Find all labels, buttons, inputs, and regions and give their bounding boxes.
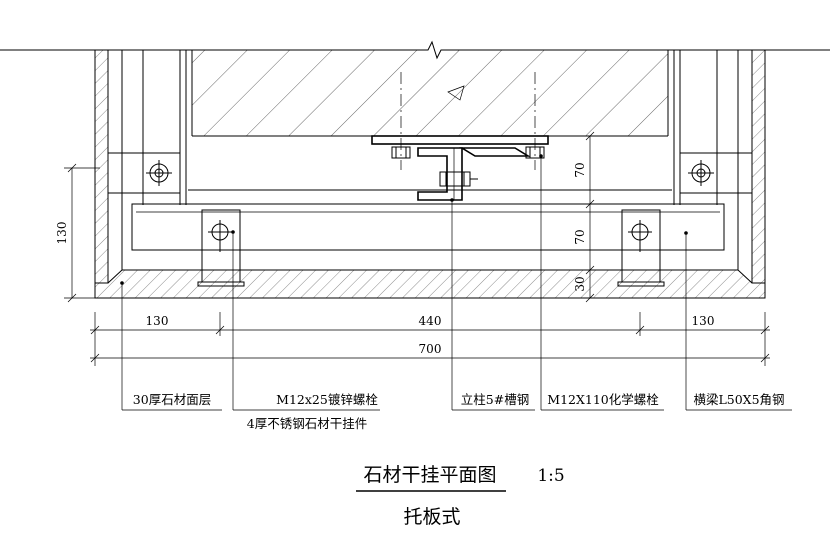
leader-lines: [120, 154, 792, 411]
dim-right-30: 30: [573, 276, 587, 291]
dim-right-70-mid: 70: [573, 229, 587, 244]
stone-face-layer: [94, 269, 766, 299]
label-column-channel: 立柱5#槽钢: [461, 392, 529, 407]
label-stainless-hanger: 4厚不锈钢石材干挂件: [247, 416, 367, 431]
dim-bottom-130-right: 130: [692, 314, 715, 328]
dim-left: [64, 163, 100, 303]
stone-return-right: [673, 49, 766, 284]
side-clips: [107, 152, 753, 194]
dim-left-height: 130: [55, 222, 69, 245]
channel-steel-column: [371, 135, 549, 201]
label-chem-bolt: M12X110化学螺栓: [547, 392, 659, 407]
concrete-wall: [191, 50, 669, 137]
dim-right: [548, 131, 600, 303]
label-stone-layer: 30厚石材面层: [133, 392, 211, 407]
dim-right-70-top: 70: [573, 162, 587, 177]
drawing-scale: 1:5: [537, 466, 564, 486]
chemical-bolts: [391, 72, 545, 187]
stone-hangers: [197, 209, 665, 287]
drawing-title: 石材干挂平面图: [363, 464, 496, 486]
drawing-subtitle: 托板式: [403, 506, 460, 528]
stone-return-left: [94, 49, 187, 284]
dim-bottom-700: 700: [419, 342, 442, 356]
label-bolt-m12x25: M12x25镀锌螺栓: [276, 392, 378, 407]
dim-bottom-130-left: 130: [146, 314, 169, 328]
beam-angle-steel: [131, 189, 725, 251]
dim-bottom-440: 440: [419, 314, 442, 328]
dim-bottom: [90, 312, 770, 366]
label-beam-angle: 横梁L50X5角钢: [693, 392, 784, 407]
